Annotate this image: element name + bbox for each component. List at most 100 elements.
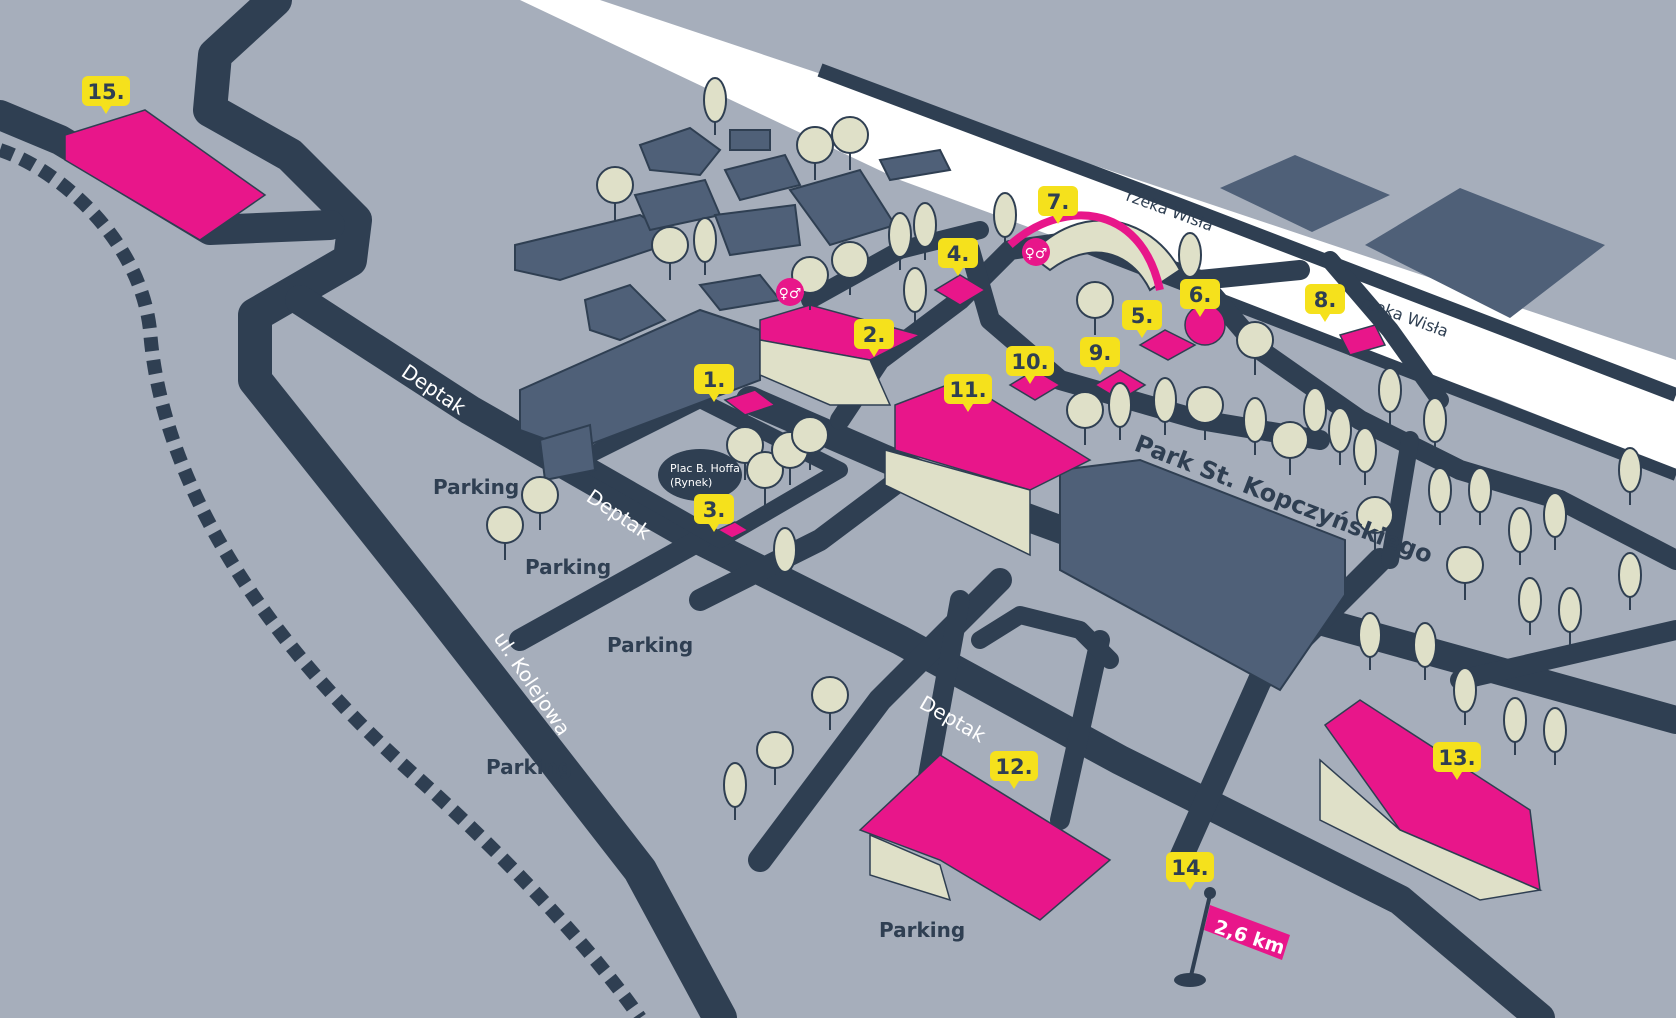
marker-7[interactable]: 7. xyxy=(1038,186,1078,224)
marker-pointer xyxy=(709,524,719,532)
marker-badge xyxy=(694,494,734,524)
restroom-icon[interactable]: ♀♂ xyxy=(776,278,804,306)
marker-15[interactable]: 15. xyxy=(82,76,130,114)
tree xyxy=(903,267,927,313)
tree xyxy=(1303,387,1327,433)
marker-3[interactable]: 3. xyxy=(694,494,734,532)
tree xyxy=(1558,587,1582,633)
marker-label: 7. xyxy=(1047,190,1070,214)
marker-11[interactable]: 11. xyxy=(944,374,992,412)
parking-label: Parking xyxy=(607,633,693,657)
marker-pointer xyxy=(1053,216,1063,224)
marker-2[interactable]: 2. xyxy=(854,319,894,357)
marker-9[interactable]: 9. xyxy=(1080,337,1120,375)
tree xyxy=(888,212,912,258)
marker-label: 5. xyxy=(1131,304,1154,328)
tree xyxy=(1503,697,1527,743)
tree xyxy=(1446,546,1484,584)
tree xyxy=(1236,321,1274,359)
svg-text:♀♂: ♀♂ xyxy=(779,286,802,302)
building-4 xyxy=(933,274,987,306)
tree xyxy=(1468,467,1492,513)
building-13 xyxy=(1323,699,1541,892)
marker-4[interactable]: 4. xyxy=(938,238,978,276)
tree xyxy=(773,527,797,573)
tree xyxy=(1328,407,1352,453)
tree xyxy=(1423,397,1447,443)
parking-label: Parking xyxy=(525,555,611,579)
building-15 xyxy=(64,109,267,241)
amphitheater xyxy=(1007,211,1182,292)
marker-label: 8. xyxy=(1314,288,1337,312)
restroom-icon[interactable]: ♀♂ xyxy=(1022,238,1050,266)
tree xyxy=(1358,612,1382,658)
tree xyxy=(1108,382,1132,428)
tree xyxy=(831,116,869,154)
tree xyxy=(1066,391,1104,429)
tree xyxy=(1413,622,1437,668)
marker-badge xyxy=(854,319,894,349)
tree xyxy=(703,77,727,123)
marker-12[interactable]: 12. xyxy=(990,751,1038,789)
plac-hoffa[interactable]: Plac B. Hoffa (Rynek) xyxy=(658,449,742,501)
tree xyxy=(651,226,689,264)
marker-label: 15. xyxy=(87,80,124,104)
marker-badge xyxy=(694,364,734,394)
marker-5[interactable]: 5. xyxy=(1122,300,1162,338)
tree xyxy=(1186,386,1224,424)
field-block xyxy=(1365,188,1605,318)
marker-label: 4. xyxy=(947,242,970,266)
building-12 xyxy=(858,754,1112,921)
tree xyxy=(1076,281,1114,319)
marker-label: 13. xyxy=(1438,746,1475,770)
tree xyxy=(1271,421,1309,459)
tree xyxy=(1543,492,1567,538)
tree xyxy=(521,476,559,514)
tree xyxy=(1243,397,1267,443)
marker-14[interactable]: 14. xyxy=(1166,852,1214,890)
plac-name: Plac B. Hoffa xyxy=(670,462,740,475)
marker-8[interactable]: 8. xyxy=(1305,284,1345,322)
marker-pointer xyxy=(1185,882,1195,890)
tree xyxy=(1508,507,1532,553)
trees xyxy=(486,77,1642,820)
marker-badge xyxy=(82,76,130,106)
marker-6[interactable]: 6. xyxy=(1180,279,1220,317)
marker-label: 6. xyxy=(1189,283,1212,307)
parking-label: Parking xyxy=(486,755,572,779)
marker-badge xyxy=(1038,186,1078,216)
tree xyxy=(811,676,849,714)
marker-pointer xyxy=(1009,781,1019,789)
marker-13[interactable]: 13. xyxy=(1433,742,1481,780)
marker-pointer xyxy=(1320,314,1330,322)
marker-1[interactable]: 1. xyxy=(694,364,734,402)
plac-subname: (Rynek) xyxy=(670,476,712,489)
tree xyxy=(1428,467,1452,513)
tree xyxy=(796,126,834,164)
parking-label: Parking xyxy=(879,918,965,942)
marker-badge xyxy=(990,751,1038,781)
marker-badge xyxy=(1080,337,1120,367)
marker-badge xyxy=(1305,284,1345,314)
tree xyxy=(1353,427,1377,473)
tree xyxy=(1618,552,1642,598)
tree xyxy=(913,202,937,248)
marker-10[interactable]: 10. xyxy=(1006,346,1054,384)
field-block xyxy=(1220,155,1390,232)
marker-badge xyxy=(1166,852,1214,882)
marker-badge xyxy=(938,238,978,268)
highlighted-buildings xyxy=(64,109,1543,921)
tree xyxy=(486,506,524,544)
marker-label: 3. xyxy=(703,498,726,522)
tree xyxy=(756,731,794,769)
marker-label: 11. xyxy=(949,378,986,402)
buildings-cluster xyxy=(514,126,952,482)
marker-label: 10. xyxy=(1011,350,1048,374)
marker-badge xyxy=(1122,300,1162,330)
marker-label: 9. xyxy=(1089,341,1112,365)
tree xyxy=(1518,577,1542,623)
tree xyxy=(1178,232,1202,278)
marker-pointer xyxy=(1025,376,1035,384)
tree xyxy=(726,426,764,464)
